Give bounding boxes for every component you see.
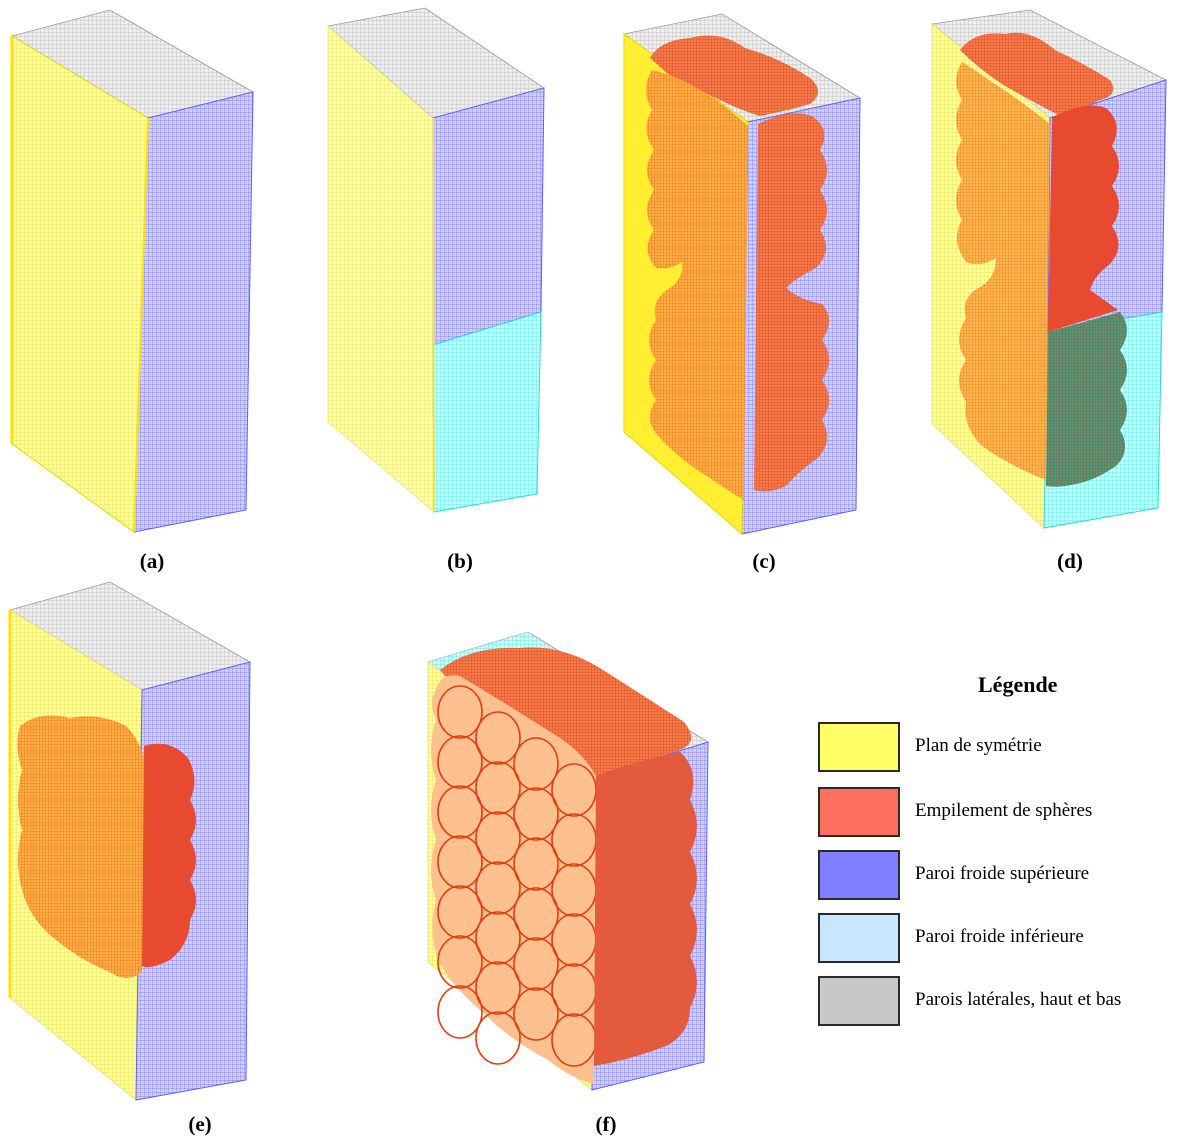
legend-item-spheres: Empilement de sphères: [818, 787, 1188, 839]
panel-a-upper-wall-face: [133, 91, 254, 533]
panel-c-spheres-side: [754, 113, 829, 492]
panel-label-a: (a): [139, 549, 165, 573]
panel-f-sphere-outline: [437, 835, 483, 889]
panel-f-sphere-outline: [475, 911, 521, 965]
legend-swatch-upper-wall: [818, 850, 900, 900]
panel-f-sphere-outline: [513, 787, 559, 841]
panel-f-sphere-outline: [513, 937, 559, 991]
legend-swatch-side-walls: [818, 976, 900, 1026]
panel-label-d: (d): [1057, 549, 1083, 573]
panel-d-spheres-side-lower: [1046, 312, 1127, 487]
legend-label-side-walls: Parois latérales, haut et bas: [915, 989, 1122, 1010]
panel-f-spheres-top: [440, 647, 692, 776]
legend-item-symmetry: Plan de symétrie: [818, 722, 1188, 774]
panel-label-e: (e): [188, 1112, 212, 1136]
panel-f-sphere-outline: [437, 885, 483, 939]
panel-a-symmetry-face: [11, 35, 149, 533]
panel-f-sphere-outlines: [437, 685, 597, 1067]
panel-f-sphere-outline: [475, 961, 521, 1015]
panel-c-spheres-front: [646, 70, 748, 500]
panel-f-geometry: [427, 631, 709, 1091]
panel-f-sphere-outline: [437, 985, 483, 1039]
panel-e-spheres-side: [142, 743, 196, 968]
panel-f-sphere-outline: [475, 711, 521, 765]
panel-f-spheres-side: [594, 752, 697, 1066]
panel-f-sphere-outline: [513, 887, 559, 941]
legend-title: Légende: [978, 672, 1058, 697]
legend-label-symmetry: Plan de symétrie: [915, 735, 1042, 756]
panel-b-geometry: [327, 7, 545, 513]
panel-b-upper-wall-face: [432, 87, 545, 346]
panel-d-spheres-top: [960, 32, 1114, 116]
panel-e-geometry: [8, 581, 252, 1101]
panel-a-geometry: [10, 9, 255, 533]
legend-label-lower-wall: Paroi froide inférieure: [915, 926, 1084, 947]
legend-label-spheres: Empilement de sphères: [915, 800, 1093, 821]
panel-e-spheres-front: [17, 715, 144, 978]
panel-label-f: (f): [595, 1112, 617, 1136]
panel-label-c: (c): [752, 549, 776, 573]
panel-f-sphere-outline: [475, 761, 521, 815]
legend-item-upper-wall: Paroi froide supérieure: [818, 850, 1188, 902]
panel-b-lower-wall-face: [432, 311, 542, 513]
panel-label-b: (b): [447, 549, 473, 573]
panel-c-spheres-top: [650, 35, 818, 116]
panel-c-geometry: [623, 13, 862, 536]
panel-f-sphere-outline: [437, 685, 483, 739]
legend-swatch-symmetry: [818, 722, 900, 772]
panel-f-sphere-outline: [437, 735, 483, 789]
legend-item-side-walls: Parois latérales, haut et bas: [818, 976, 1188, 1028]
panel-d-geometry: [931, 9, 1168, 529]
panel-f-sphere-outline: [513, 737, 559, 791]
panel-f-sphere-outline: [475, 1011, 521, 1065]
legend-swatch-spheres: [818, 787, 900, 837]
panel-f-sphere-outline: [513, 987, 559, 1041]
panel-d-spheres-side-upper: [1048, 105, 1119, 333]
legend-item-lower-wall: Paroi froide inférieure: [818, 913, 1188, 965]
panel-f-sphere-outline: [513, 837, 559, 891]
panel-d-spheres-front: [956, 62, 1050, 480]
panel-f-sphere-outline: [475, 861, 521, 915]
legend-swatch-lower-wall: [818, 913, 900, 963]
panel-f-sphere-outline: [437, 785, 483, 839]
panel-f-sphere-outline: [437, 935, 483, 989]
legend-label-upper-wall: Paroi froide supérieure: [915, 863, 1090, 884]
panel-f-sphere-outline: [475, 811, 521, 865]
